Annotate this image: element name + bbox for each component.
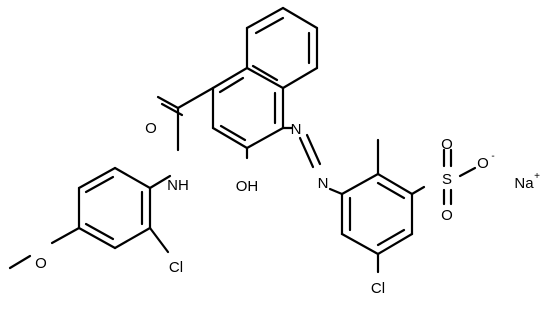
sulfonate-oxygen-label: O [477, 155, 489, 172]
sodium-label: Na [514, 175, 534, 192]
anilide-ring [8, 166, 170, 270]
sodium-charge-label: + [534, 171, 540, 182]
azo-bridge [281, 126, 344, 196]
sulfonyl-oxygen-top-label: O [441, 136, 453, 153]
lower-chloro-label: Cl [371, 280, 385, 297]
azo-nitrogen-1-label: N [291, 121, 302, 138]
carbonyl-oxygen-label: O [145, 120, 157, 137]
sulfonate-ring [340, 138, 477, 274]
sulfonate-charge-label: - [491, 151, 494, 162]
amide-nh-label: NH [167, 177, 189, 194]
methoxy-oxygen-label: O [35, 255, 47, 272]
hydroxyl-label: OH [236, 178, 259, 195]
carboxamide-group [148, 86, 215, 190]
sulfonyl-oxygen-bottom-label: O [441, 207, 453, 224]
naphthalene-substituted-ring [211, 66, 285, 150]
sulfur-label: S [442, 171, 452, 188]
azo-nitrogen-2-label: N [318, 175, 329, 192]
naphthalene-outer-ring [245, 6, 319, 90]
aryl-chloro-label: Cl [169, 259, 183, 276]
